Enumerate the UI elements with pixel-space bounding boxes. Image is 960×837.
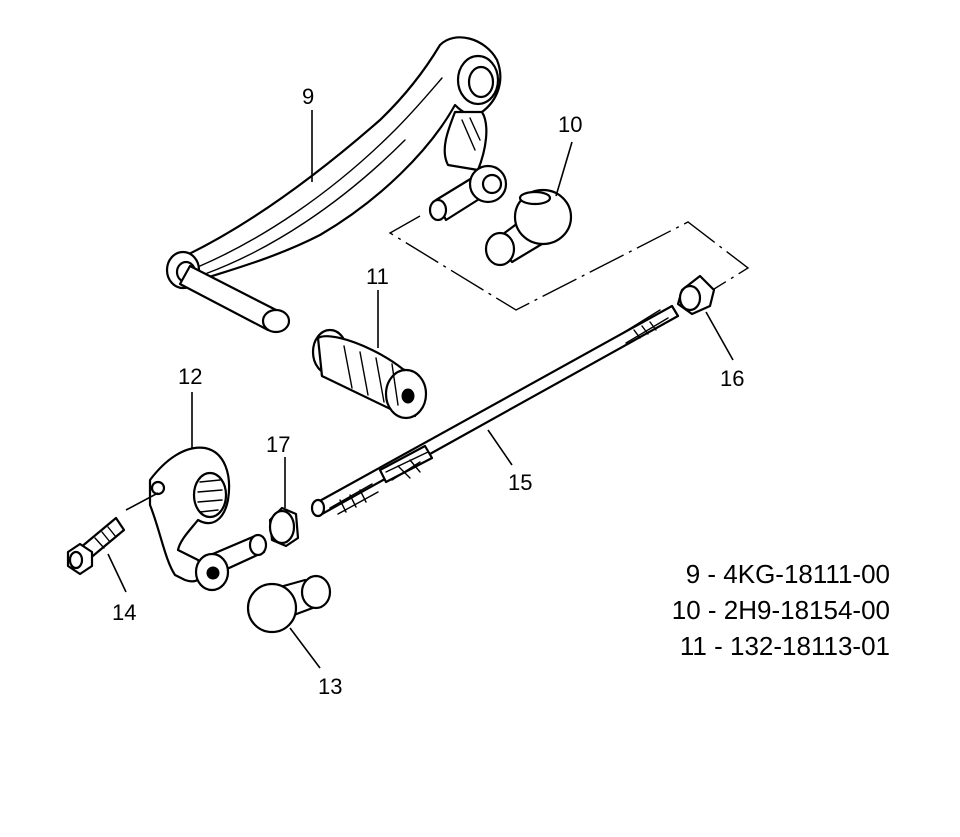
nut-17 [268,506,300,548]
callout-13: 13 [318,674,342,699]
callout-15: 15 [508,470,532,495]
rod-end-joint [484,188,573,267]
bolt-14 [66,516,126,576]
callout-17: 17 [266,432,290,457]
callout-12: 12 [178,364,202,389]
callout-labels: 9 10 11 12 13 14 15 16 17 [112,84,744,699]
legend-row: 9 - 4KG-18111-00 [685,559,890,589]
rod-end-13 [246,574,332,634]
shift-arm [148,446,268,592]
foot-rubber [311,328,428,420]
callout-9: 9 [302,84,314,109]
callout-16: 16 [720,366,744,391]
callout-10: 10 [558,112,582,137]
assembly-line [388,215,750,311]
shift-rod [310,304,680,518]
nut-16 [676,274,716,316]
legend-row: 10 - 2H9-18154-00 [671,595,890,625]
callout-11: 11 [366,264,389,289]
shift-pedal-arm [165,36,508,334]
part-number-legend: 9 - 4KG-18111-00 10 - 2H9-18154-00 11 - … [600,556,890,664]
leader-lines [107,110,734,669]
callout-14: 14 [112,600,136,625]
legend-row: 11 - 132-18113-01 [679,631,890,661]
